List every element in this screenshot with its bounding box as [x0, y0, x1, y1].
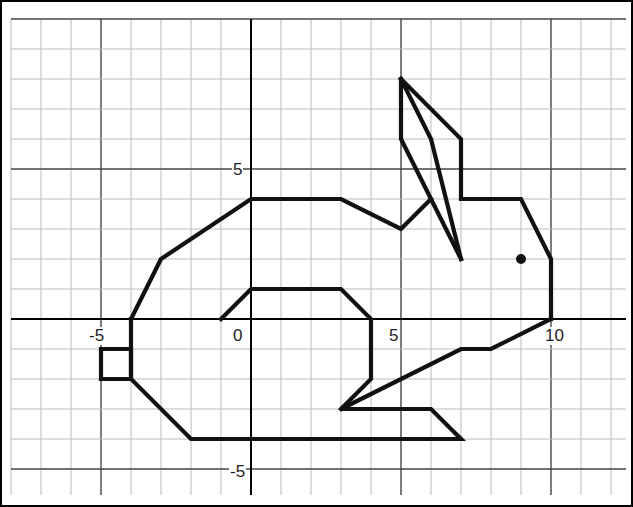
leg-line: [221, 289, 371, 409]
grid-line: [71, 19, 72, 495]
grid-line: [11, 259, 626, 260]
grid-line: [11, 79, 626, 80]
y-axis: [250, 19, 252, 495]
rabbit-outline: [101, 79, 551, 439]
tail: [101, 349, 131, 379]
grid-line: [431, 19, 432, 495]
grid-line: [191, 19, 192, 495]
head-belly-line: [131, 79, 551, 439]
axis-number: 0: [232, 327, 243, 345]
grid-line: [281, 19, 282, 495]
grid-line: [611, 19, 612, 495]
grid-line: [131, 19, 132, 495]
back-line: [131, 199, 431, 319]
x-axis: [11, 318, 626, 320]
grid-line: [11, 49, 626, 50]
major-grid-line: [100, 19, 101, 495]
grid-line: [11, 139, 626, 140]
axis-number: 5: [232, 161, 243, 179]
axis-number: -5: [229, 463, 246, 481]
ear-inner: [401, 79, 461, 259]
grid-line: [581, 19, 582, 495]
grid-line: [371, 19, 372, 495]
eye: [516, 254, 526, 264]
grid-line: [11, 19, 12, 495]
grid-line: [11, 109, 626, 110]
grid-line: [11, 409, 626, 410]
major-grid-line: [11, 468, 626, 469]
grid-line: [221, 19, 222, 495]
grid-lines: [11, 19, 626, 495]
axis-number: 5: [388, 327, 399, 345]
grid-line: [311, 19, 312, 495]
axis-number: -5: [88, 327, 105, 345]
grid-line: [341, 19, 342, 495]
grid-line: [491, 19, 492, 495]
major-grid-line: [11, 18, 626, 19]
ear-inner: [401, 79, 461, 259]
grid-line: [41, 19, 42, 495]
axis-number: 10: [544, 327, 565, 345]
major-grid-line: [11, 168, 626, 169]
